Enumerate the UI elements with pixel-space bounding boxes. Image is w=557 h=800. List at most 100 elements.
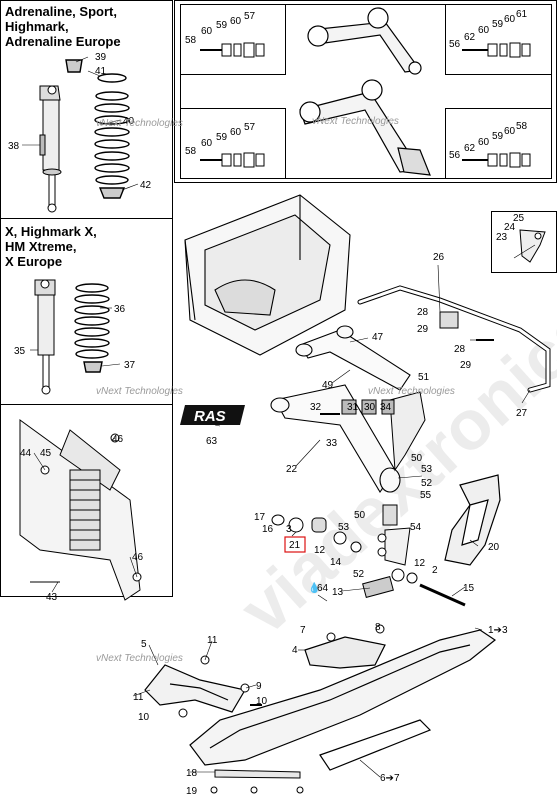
lower-a-arm [270,384,401,494]
callout-21-highlight [284,536,306,553]
callout-22: 22 [286,464,298,475]
sway-bar-inner [358,286,550,392]
callout-58-2: 58 [185,146,197,157]
steering-arm-parts [320,399,395,415]
hardware-row-1 [200,42,265,58]
chassis-frame [184,194,351,356]
spring-x [74,283,110,373]
callout-4: 4 [292,645,298,656]
caption-adrenaline-line1: Adrenaline, Sport, [5,4,117,19]
callout-64: 64 [317,583,329,594]
callout-61: 61 [516,9,528,20]
callout-32: 32 [310,402,322,413]
callout-7: 7 [300,625,306,636]
caption-adrenaline: Adrenaline, Sport, Highmark, Adrenaline … [5,4,121,49]
callout-44: 44 [20,448,32,459]
callout-36: 36 [114,304,126,315]
callout-11-1: 11 [207,635,218,646]
callout-15: 15 [463,583,475,594]
misc-bolts [178,624,385,794]
shock-absorber-adrenaline [39,85,62,213]
caption-highmark-x-line2: HM Xtreme, [5,239,77,254]
suspension-arm-shock-view [19,419,142,601]
spindle [377,391,426,566]
callout-63: 63 [206,436,218,447]
upper-a-arm-top-view [307,7,422,75]
callout-53-2: 53 [338,522,350,533]
callout-60-5: 60 [201,138,213,149]
callout-54: 54 [410,522,422,533]
callout-40: 40 [123,116,135,127]
callout-10-1: 10 [256,696,268,707]
callout-26: 26 [433,252,445,263]
callout-3: 3 [286,524,292,535]
caption-adrenaline-line3: Adrenaline Europe [5,34,121,49]
callout-12-2: 12 [414,558,426,569]
ski-wear-plate [304,636,386,669]
ras-logo: RAS [180,405,245,425]
callout-49: 49 [322,380,334,391]
callout-6-to-7: 6➔7 [380,773,400,784]
callout-33: 33 [326,438,338,449]
sway-bar-bushing [439,311,494,341]
box-hardware-4 [445,108,552,179]
callout-62-2: 62 [464,143,476,154]
callout-39: 39 [95,52,107,63]
callout-13: 13 [332,587,344,598]
hardware-row-2 [462,42,531,58]
caption-highmark-x-line3: X Europe [5,254,63,269]
callout-25: 25 [513,213,525,224]
callout-38: 38 [8,141,20,152]
callout-42: 42 [140,180,152,191]
box-hardware-1 [180,4,286,75]
box-hardware-3 [180,108,286,179]
callout-37: 37 [124,360,136,371]
watermark-small-1: vNext Technologies [96,118,183,129]
callout-28-2: 28 [454,344,466,355]
hardware-row-3 [200,152,265,168]
callout-56-2: 56 [449,150,461,161]
watermark-small-4: vNext Technologies [368,386,455,397]
callout-57-2: 57 [244,122,256,133]
leader-lines [22,56,536,778]
callout-53-1: 53 [421,464,433,475]
callout-60-2: 60 [230,16,242,27]
callout-30: 30 [364,402,376,413]
hardware-row-4 [462,152,531,168]
callout-17: 17 [254,512,266,523]
callout-52-1: 52 [421,478,433,489]
callout-2: 2 [432,565,438,576]
upper-a-arm [295,325,411,391]
callout-58-1: 58 [185,35,197,46]
callout-56-1: 56 [449,39,461,50]
callout-47: 47 [372,332,384,343]
callout-60-7: 60 [478,137,490,148]
callout-21: 21 [289,540,301,551]
callout-50-2: 50 [354,510,366,521]
callout-12-1: 12 [314,545,326,556]
callout-29-2: 29 [460,360,472,371]
frame-bottom-left [0,404,173,597]
box-hardware-2 [445,4,552,75]
callout-29-1: 29 [417,324,429,335]
callout-20: 20 [488,542,500,553]
callout-59-1: 59 [216,20,228,31]
callouts: 39 41 40 38 42 36 35 37 46 44 45 46 43 5… [8,9,528,797]
callout-24: 24 [504,222,516,233]
callout-14: 14 [330,557,342,568]
ras-logo-text: RAS [194,408,226,425]
watermark-small-5: vNext Technologies [96,653,183,664]
caption-adrenaline-line2: Highmark, [5,19,69,34]
callout-1-to-3: 1➔3 [488,625,508,636]
callout-28-1: 28 [417,307,429,318]
callout-43: 43 [46,592,58,603]
callout-34: 34 [380,402,392,413]
skag-runner [214,769,301,779]
callout-45: 45 [40,448,52,459]
callout-18: 18 [186,768,198,779]
watermark-small-3: vNext Technologies [96,386,183,397]
callout-41: 41 [95,66,107,77]
shock-absorber-x [34,279,56,395]
callout-11-2: 11 [133,692,144,703]
